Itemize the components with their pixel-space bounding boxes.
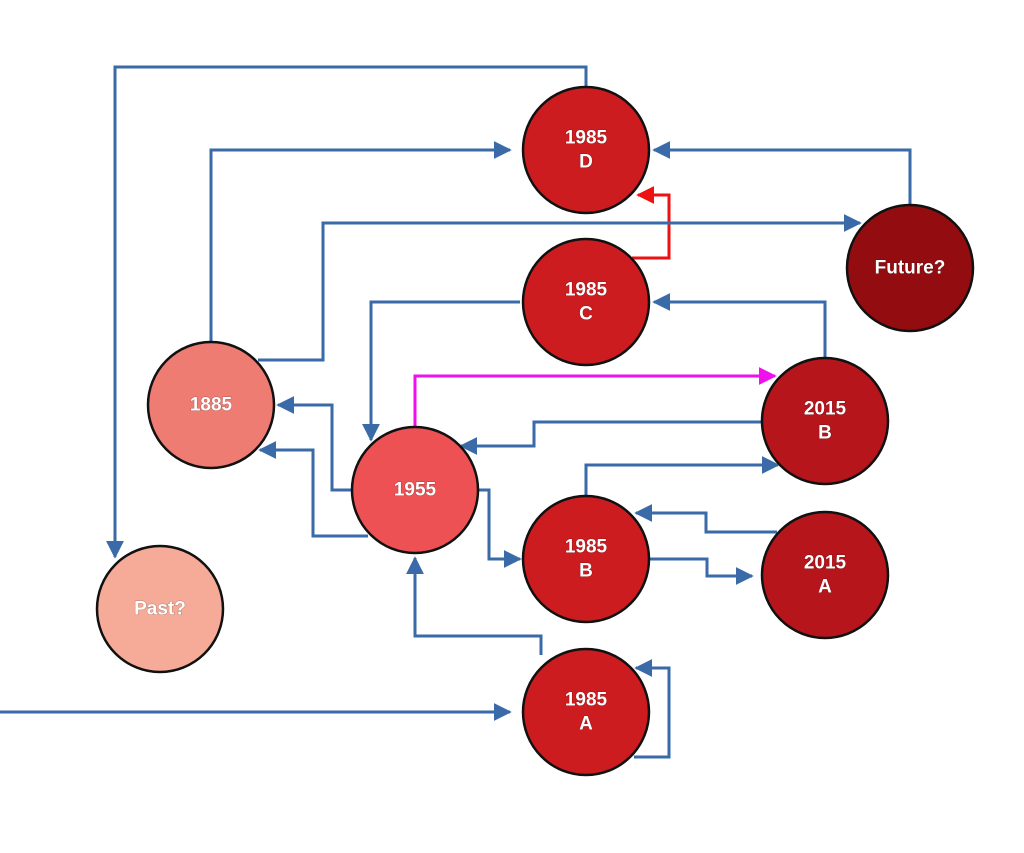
node-1955: 1955 <box>350 425 480 555</box>
edge-1985c-to-1955 <box>362 300 520 442</box>
node-future: Future? <box>845 203 975 333</box>
edge-2015b-to-1985c <box>652 293 827 358</box>
node-label: C <box>579 304 593 325</box>
edge-1985a-to-1955 <box>406 556 543 655</box>
node-label: B <box>579 561 593 582</box>
node-past: Past? <box>95 544 225 674</box>
node-label: 2015 <box>804 399 847 420</box>
node-label: 2015 <box>804 553 847 574</box>
node-1885: 1885 <box>146 340 276 470</box>
node-label: 1985 <box>565 280 608 301</box>
edge-1885-to-future <box>258 214 862 362</box>
edge-1955-to-2015b <box>413 367 777 426</box>
edge-1985d-to-past <box>106 65 588 559</box>
node-circle <box>760 510 890 640</box>
edge-2015a-to-1985b <box>634 504 777 534</box>
node-circle <box>95 544 225 674</box>
node-circle <box>146 340 276 470</box>
edge-1985b-to-2015b <box>584 456 780 496</box>
edge-2015b-to-1955 <box>459 420 765 455</box>
node-circle <box>760 356 890 486</box>
node-label: D <box>579 152 593 173</box>
node-label: 1985 <box>565 690 608 711</box>
node-circle <box>521 237 651 367</box>
node-label: 1985 <box>565 128 608 149</box>
node-label: A <box>818 577 832 598</box>
node-label: B <box>818 423 832 444</box>
edge-1985b-to-2015a <box>650 557 754 585</box>
node-circle <box>521 647 651 777</box>
node-label: A <box>579 714 593 735</box>
edge-1955-to-1885 <box>258 441 368 538</box>
edge-1985a-to-1985a <box>634 659 671 759</box>
edge-1985c-to-1985d <box>632 186 671 260</box>
node-circle <box>521 85 651 215</box>
node-label: 1885 <box>190 395 233 416</box>
edges-layer <box>0 65 912 759</box>
node-label: 1955 <box>394 480 437 501</box>
node-label: 1985 <box>565 537 608 558</box>
edge-1955-to-1885 <box>276 396 352 492</box>
edge-1955-to-1985b <box>478 488 522 568</box>
node-circle <box>521 494 651 624</box>
edge-future-to-1985d <box>652 141 912 205</box>
edge-1885-to-1985d <box>209 141 512 342</box>
node-label: Past? <box>134 599 186 620</box>
node-circle <box>350 425 480 555</box>
node-circle <box>845 203 975 333</box>
node-label: Future? <box>875 258 946 279</box>
